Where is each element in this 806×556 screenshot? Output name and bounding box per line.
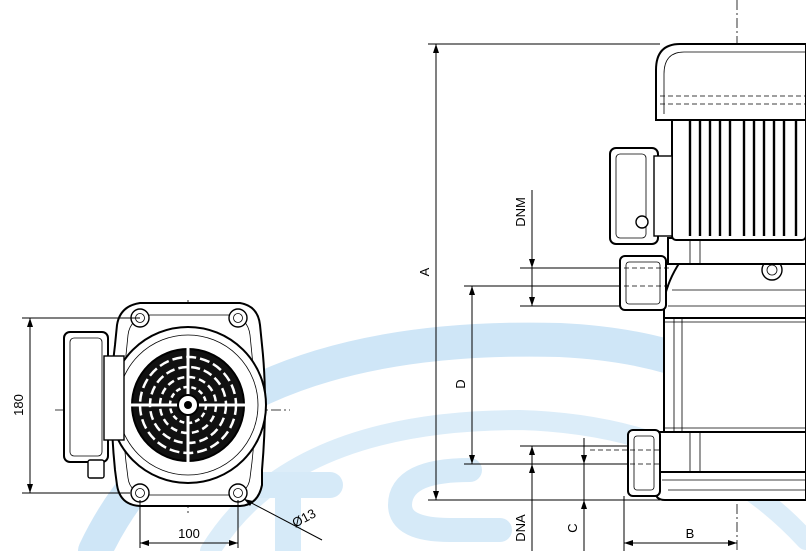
dim-C-label: C	[565, 523, 580, 532]
dim-100-label: 100	[178, 526, 200, 541]
dim-A-label: A	[417, 267, 432, 276]
dim-DNM-label: DNM	[513, 197, 528, 227]
dim-180-label: 180	[11, 394, 26, 416]
dim-D-label: D	[453, 379, 468, 388]
dim-B-label: B	[686, 526, 695, 541]
top-view: 180 100 Ø13	[11, 300, 323, 548]
dim-DNA-label: DNA	[513, 514, 528, 542]
fan-cover-icon	[128, 345, 248, 465]
terminal-box-icon	[63, 331, 125, 479]
side-view: A DNM D DNA C B	[417, 0, 806, 551]
